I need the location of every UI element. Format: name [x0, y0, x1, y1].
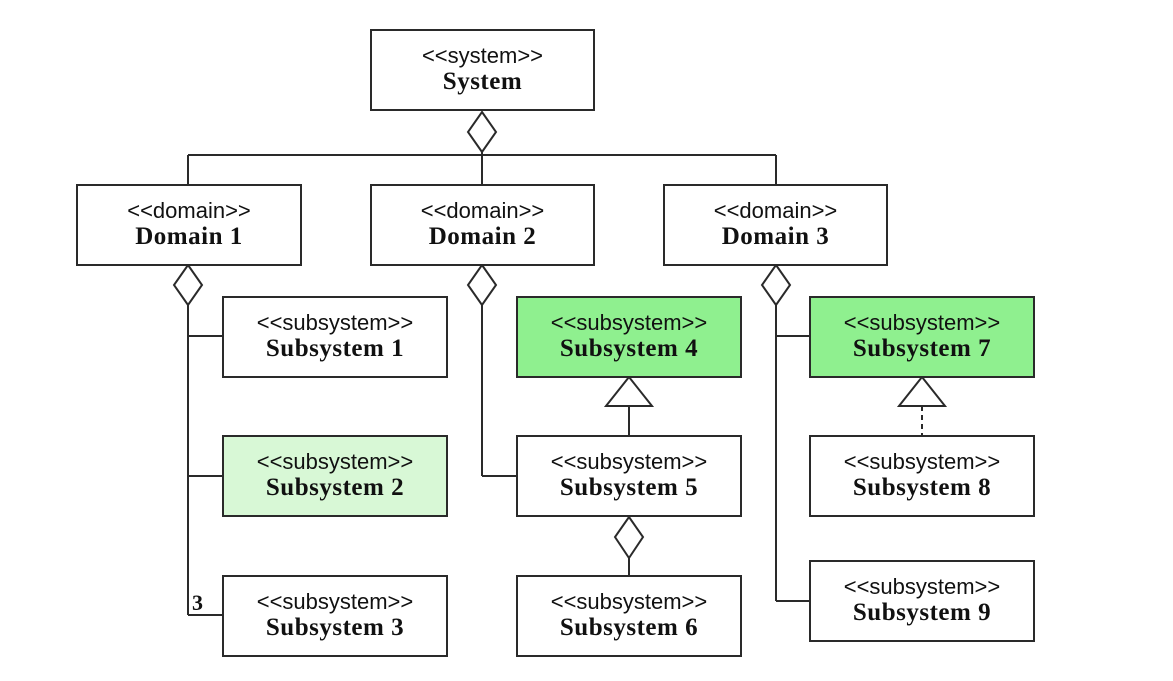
node-subsystem3-stereotype: <<subsystem>> [256, 588, 414, 614]
node-domain2-stereotype: <<domain>> [420, 197, 545, 223]
node-subsystem9: <<subsystem>> Subsystem 9 [809, 560, 1035, 642]
domain1-aggregation-diamond [172, 263, 204, 307]
node-domain2: <<domain>> Domain 2 [370, 184, 595, 266]
node-subsystem2: <<subsystem>> Subsystem 2 [222, 435, 448, 517]
node-subsystem4-name: Subsystem 4 [559, 335, 699, 363]
node-subsystem5-name: Subsystem 5 [559, 474, 699, 502]
node-subsystem8: <<subsystem>> Subsystem 8 [809, 435, 1035, 517]
node-subsystem2-name: Subsystem 2 [265, 474, 405, 502]
node-system-stereotype: <<system>> [421, 42, 544, 68]
node-domain2-name: Domain 2 [428, 223, 537, 251]
node-subsystem6: <<subsystem>> Subsystem 6 [516, 575, 742, 657]
node-subsystem1: <<subsystem>> Subsystem 1 [222, 296, 448, 378]
node-domain1-stereotype: <<domain>> [127, 197, 251, 223]
node-system: <<system>> System [370, 29, 595, 111]
domain2-aggregation-diamond [466, 263, 498, 307]
subsystem5-aggregation-diamond [613, 515, 645, 560]
subsystem3-multiplicity-label: 3 [192, 590, 203, 615]
node-domain3: <<domain>> Domain 3 [663, 184, 888, 266]
node-domain1: <<domain>> Domain 1 [76, 184, 302, 266]
node-subsystem1-name: Subsystem 1 [265, 335, 405, 363]
node-domain3-stereotype: <<domain>> [713, 197, 838, 223]
node-subsystem4-stereotype: <<subsystem>> [550, 309, 708, 335]
node-system-name: System [442, 68, 523, 96]
node-subsystem3: <<subsystem>> Subsystem 3 [222, 575, 448, 657]
node-subsystem8-stereotype: <<subsystem>> [843, 448, 1001, 474]
node-subsystem6-name: Subsystem 6 [559, 614, 699, 642]
node-subsystem3-name: Subsystem 3 [265, 614, 405, 642]
node-subsystem7-name: Subsystem 7 [852, 335, 992, 363]
node-subsystem5-stereotype: <<subsystem>> [550, 448, 708, 474]
node-subsystem1-stereotype: <<subsystem>> [256, 309, 414, 335]
node-subsystem7-stereotype: <<subsystem>> [843, 309, 1001, 335]
domain3-aggregation-diamond [760, 263, 792, 307]
node-domain3-name: Domain 3 [721, 223, 830, 251]
system-aggregation-diamond [466, 110, 498, 154]
generalization-triangle [603, 375, 655, 407]
node-subsystem7: <<subsystem>> Subsystem 7 [809, 296, 1035, 378]
node-subsystem2-stereotype: <<subsystem>> [256, 448, 414, 474]
node-subsystem8-name: Subsystem 8 [852, 474, 992, 502]
node-subsystem5: <<subsystem>> Subsystem 5 [516, 435, 742, 517]
node-subsystem9-name: Subsystem 9 [852, 599, 992, 627]
node-subsystem4: <<subsystem>> Subsystem 4 [516, 296, 742, 378]
node-subsystem6-stereotype: <<subsystem>> [550, 588, 708, 614]
node-subsystem9-stereotype: <<subsystem>> [843, 573, 1001, 599]
realization-triangle [896, 375, 948, 407]
node-domain1-name: Domain 1 [135, 223, 243, 251]
